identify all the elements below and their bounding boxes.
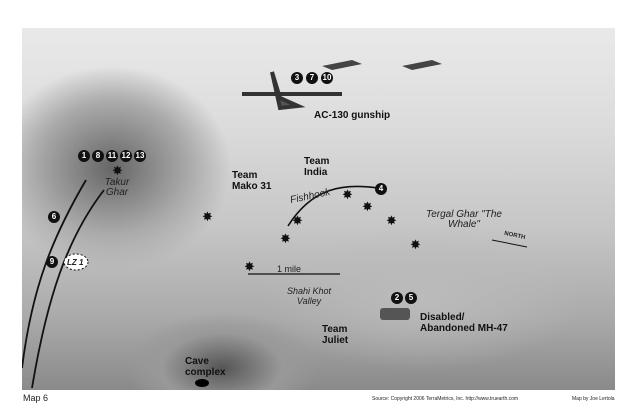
event-marker: 11 [106, 150, 118, 162]
cave-marker [195, 379, 209, 387]
takur-ghar-label: Takur Ghar [104, 177, 130, 198]
event-marker: 1 [78, 150, 90, 162]
event-marker: 12 [120, 150, 132, 162]
event-marker: 8 [92, 150, 104, 162]
team-india-label: Team India [304, 156, 330, 178]
event-marker: 4 [375, 183, 387, 195]
map-overlay [22, 60, 528, 389]
valley-label: Shahi Khot Valley [286, 286, 332, 306]
explosion-icon: ✸ [410, 237, 421, 252]
explosion-icon: ✸ [112, 163, 123, 178]
event-marker: 9 [46, 256, 58, 268]
tergal-ghar-label: Tergal Ghar "The Whale" [426, 209, 502, 230]
cave-complex-label: Cave complex [185, 356, 226, 378]
explosion-icon: ✸ [292, 213, 303, 228]
explosion-icon: ✸ [386, 213, 397, 228]
helicopter-icon [380, 308, 410, 320]
explosion-icon: ✸ [280, 231, 291, 246]
lz-marker [63, 253, 89, 271]
explosion-icon: ✸ [342, 187, 353, 202]
north-arrow [491, 239, 528, 248]
event-marker: 13 [134, 150, 146, 162]
map-number: Map 6 [23, 393, 49, 403]
ac130-icon [242, 71, 342, 111]
author-credit: Map by Joe Lertola [572, 396, 615, 402]
lz-label: LZ 1 [67, 258, 84, 267]
scale-label: 1 mile [277, 264, 302, 274]
route-arrow-6 [22, 179, 87, 369]
event-marker: 10 [321, 72, 333, 84]
explosion-icon: ✸ [362, 199, 373, 214]
event-marker: 5 [405, 292, 417, 304]
route-arrow-9 [31, 189, 105, 389]
event-marker: 3 [291, 72, 303, 84]
mh47-label: Disabled/ Abandoned MH-47 [420, 312, 508, 334]
event-marker: 7 [306, 72, 318, 84]
explosion-icon: ✸ [202, 209, 213, 224]
event-marker: 2 [391, 292, 403, 304]
explosion-icon: ✸ [244, 259, 255, 274]
gunship-label: AC-130 gunship [314, 110, 391, 121]
fishhook-arrow [287, 185, 379, 227]
source-credit: Source: Copyright 2006 TerraMetrics, Inc… [372, 396, 519, 402]
fighter-jets-icon [322, 60, 442, 70]
terrain-map: LZ 1 3 7 10 AC-130 gunship 1 8 11 12 13 … [22, 28, 615, 390]
team-mako-label: Team Mako 31 [232, 170, 272, 192]
team-juliet-label: Team Juliet [322, 324, 349, 346]
event-marker: 6 [48, 211, 60, 223]
